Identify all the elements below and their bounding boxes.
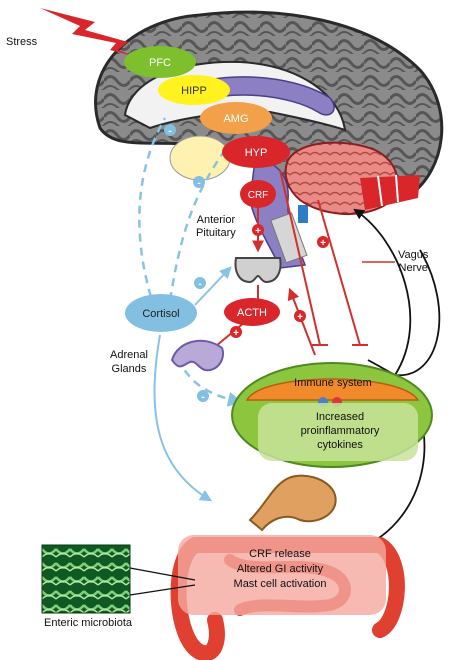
plus-sign-crf-pituitary (252, 224, 264, 236)
hyp-node (222, 136, 290, 168)
cytokines-line-2: proinflammatory (300, 425, 380, 437)
enteric-microbiota-label: Enteric microbiota (44, 617, 133, 629)
vagus-nerve-line-1: Vagus (398, 249, 429, 261)
pfc-label: PFC (149, 57, 171, 69)
lightning-bolt-icon (40, 8, 140, 58)
immune-system-label: Immune system (294, 377, 372, 389)
stress-label: Stress (6, 36, 38, 48)
adrenal-glands-line-2: Glands (111, 363, 147, 375)
anterior-pituitary-line-2: Pituitary (196, 227, 236, 239)
crf-node (240, 180, 276, 208)
adrenal-glands-line-1: Adrenal (110, 349, 148, 361)
plus-sign-immune-pituitary (294, 310, 306, 322)
enteric-microbiota-image (41, 544, 131, 614)
plus-sign-label: + (233, 328, 239, 339)
plus-sign-label: + (320, 238, 326, 249)
crf-label: CRF (248, 190, 269, 201)
pfc-node (124, 46, 196, 78)
cortisol-label: Cortisol (142, 308, 179, 320)
immune-system (231, 362, 433, 468)
minus-sign-pituitary (194, 277, 206, 289)
vagus-nerve-line-2: Nerve (398, 262, 428, 274)
adrenal-glands-label: Adrenal Glands (110, 348, 148, 376)
anterior-pituitary-line-1: Anterior (196, 214, 236, 226)
pituitary-gland (234, 257, 282, 284)
amg-label: AMG (223, 113, 248, 125)
gut-effects-label: CRF release Altered GI activity Mast cel… (200, 547, 360, 592)
minus-sign-label: - (197, 178, 200, 189)
minus-sign-label: - (198, 279, 201, 290)
minus-sign-hyp (193, 176, 205, 188)
acth-node (224, 298, 280, 326)
hipp-label: HIPP (181, 85, 207, 97)
adrenal-gland (170, 339, 224, 372)
minus-sign-label: - (201, 392, 204, 403)
plus-sign-vagus (317, 236, 329, 248)
plus-sign-label: + (255, 226, 261, 237)
gut-effects-line-1: CRF release (249, 548, 311, 560)
vagus-nerve-label: Vagus Nerve (398, 249, 428, 275)
hyp-label: HYP (245, 147, 268, 159)
anterior-pituitary-label: Anterior Pituitary (196, 214, 236, 240)
gastrointestinal-tract (170, 474, 405, 660)
minus-sign-label: - (168, 126, 171, 137)
cortisol-node (125, 294, 197, 332)
cytokines-line-1: Increased (315, 411, 365, 423)
minus-sign-immune (197, 390, 209, 402)
minus-sign-hipp (164, 124, 176, 136)
cytokines-line-3: cytokines (317, 439, 363, 451)
plus-sign-acth-adrenal (230, 326, 242, 338)
plus-sign-label: + (297, 312, 303, 323)
gut-effects-line-2: Altered GI activity (236, 563, 324, 575)
acth-label: ACTH (237, 307, 267, 319)
hipp-node (158, 75, 230, 105)
amg-node (200, 102, 272, 134)
gut-effects-line-3: Mast cell activation (233, 578, 327, 590)
cytokines-label: Increased proinflammatory cytokines (270, 410, 410, 452)
